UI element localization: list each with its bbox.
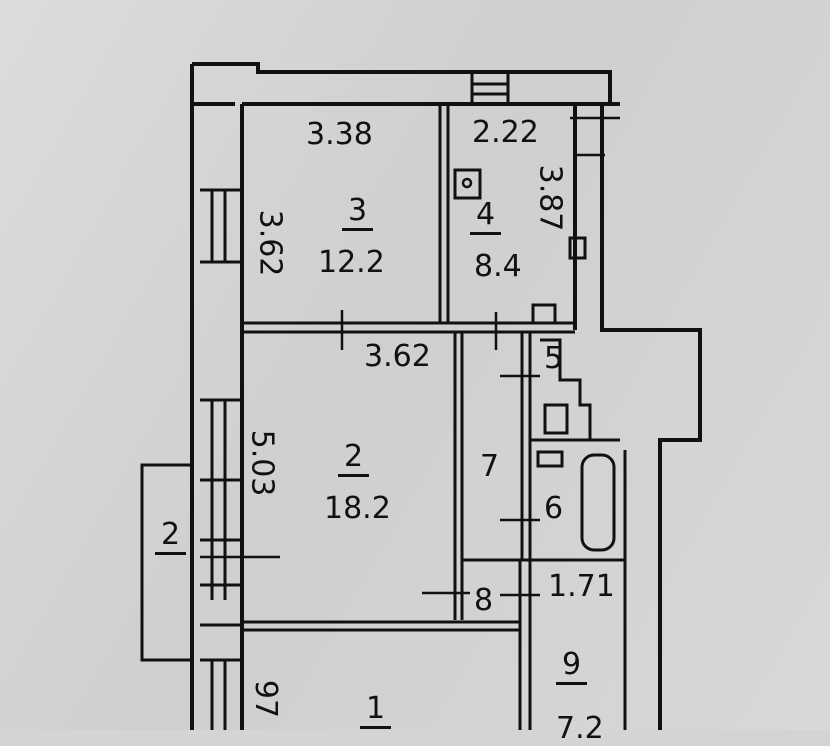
room3-width-label: 3.38	[306, 117, 373, 152]
room3-length-label: 3.62	[252, 209, 288, 277]
room2-width-label: 3.62	[364, 339, 431, 374]
wall-room3-room4	[438, 104, 450, 323]
room3-number: 3	[342, 196, 374, 231]
window-left	[200, 188, 242, 730]
room9-number: 9	[556, 650, 588, 685]
balcony-number: 2	[155, 520, 187, 555]
room2-area: 18.2	[324, 491, 391, 526]
wall-room8	[460, 450, 627, 730]
room7-number: 7	[480, 449, 500, 484]
outer-wall	[190, 62, 702, 730]
bathtub-icon	[580, 453, 616, 552]
wall-room3-room2	[242, 321, 458, 334]
room9-width-label: 1.71	[548, 569, 615, 604]
room8-number: 8	[474, 583, 494, 618]
stove-icon	[453, 168, 482, 200]
balcony-outline	[140, 463, 192, 662]
room5-number: 5	[544, 341, 564, 376]
room2-number: 2	[338, 442, 370, 477]
room4-area: 8.4	[474, 249, 522, 284]
room4-length-label: 3.87	[532, 164, 568, 232]
water-heater-icon	[531, 303, 557, 325]
dimension-ticks	[200, 116, 620, 597]
room1-number: 1	[360, 694, 392, 729]
room4-width-label: 2.22	[472, 115, 539, 150]
wall-room2-room1	[242, 620, 520, 632]
sink-icon	[568, 236, 587, 260]
toilet-icon	[543, 403, 569, 435]
window-top	[470, 72, 510, 104]
room4-number: 4	[470, 200, 502, 235]
room3-area: 12.2	[318, 245, 385, 280]
room9-area: 7.2	[556, 711, 604, 746]
washbasin-icon	[536, 450, 564, 468]
room5-stair	[540, 338, 592, 440]
stove-burner-icon	[461, 177, 473, 189]
room6-number: 6	[544, 491, 564, 526]
paper-background	[0, 0, 830, 730]
room1-length-label: 97	[248, 679, 284, 719]
floor-plan-walls	[140, 62, 702, 730]
wall-room7-right	[520, 332, 620, 730]
room2-length-label: 5.03	[244, 429, 280, 497]
